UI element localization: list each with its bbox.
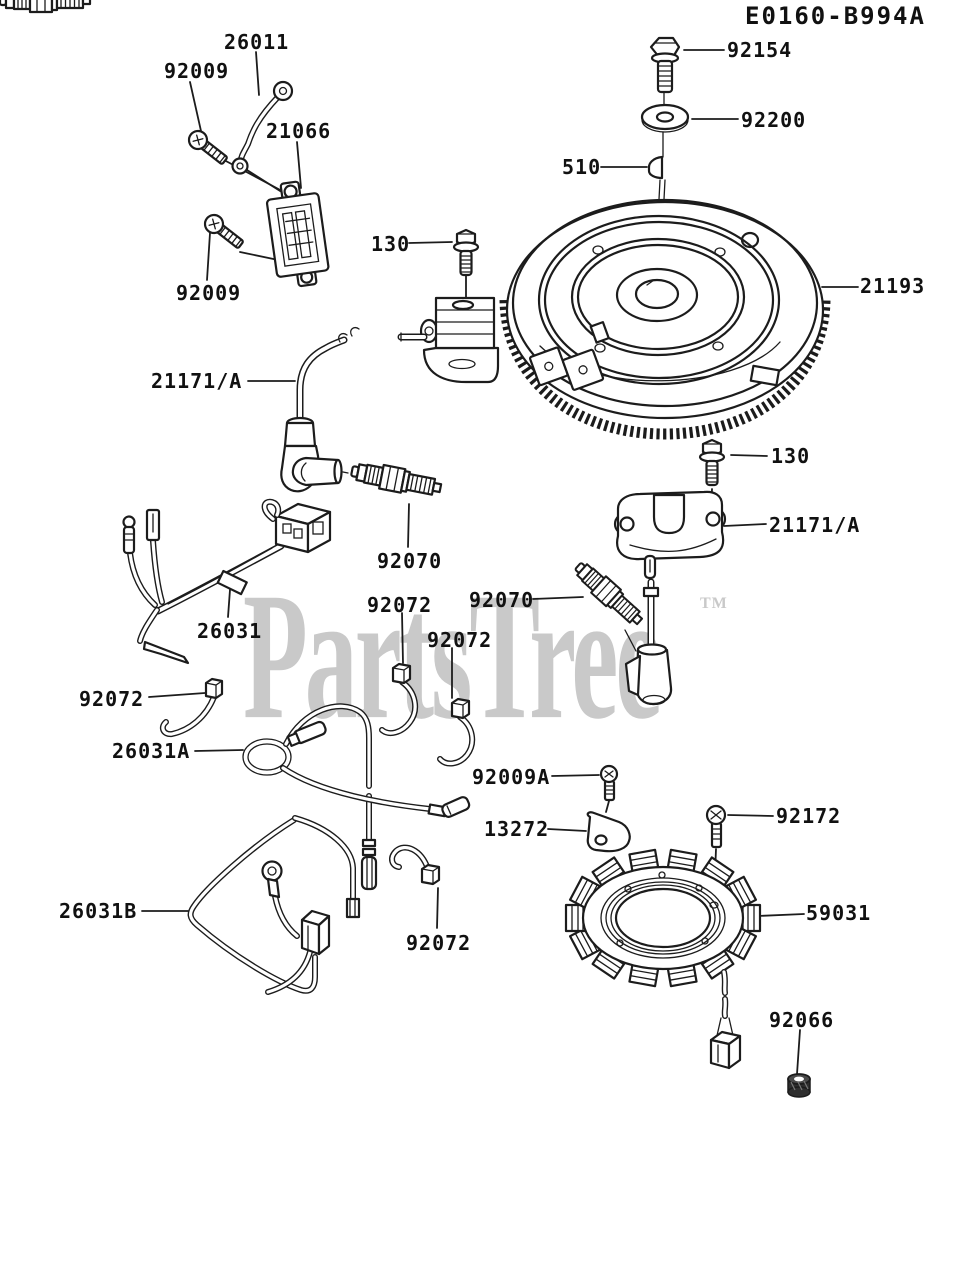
spark-plug-left-92070: [348, 458, 444, 502]
key-510: [647, 155, 664, 180]
part-label-92172: 92172: [776, 804, 842, 828]
part-label-21171a-left: 21171/A: [151, 369, 243, 393]
clamp-92072-mid: [379, 662, 419, 737]
part-label-92072-mid: 92072: [367, 593, 433, 617]
part-label-13272: 13272: [484, 817, 550, 841]
part-label-510: 510: [562, 155, 602, 179]
flywheel-21193: [499, 198, 831, 440]
part-label-26031: 26031: [197, 619, 263, 643]
part-label-130-left: 130: [371, 232, 411, 256]
regulator-21066: [265, 180, 330, 288]
part-label-21066: 21066: [266, 119, 332, 143]
ignition-coil-left: [397, 296, 500, 384]
part-label-26031b: 26031B: [59, 899, 138, 923]
clamp-92072-mid2: [437, 697, 476, 767]
part-label-92070-right: 92070: [469, 588, 535, 612]
harness-26031a: [242, 703, 471, 891]
part-label-92072-left: 92072: [79, 687, 145, 711]
part-label-92009-top: 92009: [164, 59, 230, 83]
diagram-code: E0160-B994A: [745, 2, 926, 30]
spark-plug-right-92070: [569, 556, 648, 631]
part-label-21193: 21193: [860, 274, 926, 298]
harness-26031: [122, 498, 332, 665]
clamp-92072-left: [159, 677, 224, 738]
screw-92009-top: [187, 129, 228, 165]
part-label-92154: 92154: [727, 38, 793, 62]
plug-wire-right: [624, 578, 673, 706]
part-label-92070-left: 92070: [377, 549, 443, 573]
plug-wire-left-21171a: [280, 326, 360, 493]
part-label-92072-bottom: 92072: [406, 931, 472, 955]
ignition-coil-right: [613, 490, 727, 580]
part-label-59031: 59031: [806, 901, 872, 925]
part-label-130-right: 130: [771, 444, 811, 468]
part-label-92009-bottom: 92009: [176, 281, 242, 305]
watermark-tm: TM: [700, 595, 728, 612]
stator-59031: [564, 848, 762, 1070]
part-label-92200: 92200: [741, 108, 807, 132]
harness-26031b: [187, 815, 361, 995]
plate-13272: [586, 811, 631, 853]
screw-92009a: [599, 764, 619, 802]
part-label-26031a: 26031A: [112, 739, 191, 763]
part-label-92072-mid2: 92072: [427, 628, 493, 652]
washer-92200: [640, 103, 690, 133]
part-label-26011: 26011: [224, 30, 290, 54]
spark-plug-shape: [0, 0, 92, 14]
flywheel-magnets: [529, 321, 610, 391]
part-label-21171a-right: 21171/A: [769, 513, 861, 537]
screw-92009-bottom: [203, 213, 244, 249]
grommet-92066: [787, 1073, 811, 1098]
bolt-130-right: [698, 438, 726, 487]
bolt-130-left: [452, 228, 480, 277]
clamp-92072-bottom: [389, 844, 441, 886]
wire-26011: [231, 80, 294, 175]
part-label-92009a: 92009A: [472, 765, 551, 789]
screw-92172: [705, 804, 727, 849]
part-label-92066: 92066: [769, 1008, 835, 1032]
bolt-92154: [649, 36, 681, 94]
